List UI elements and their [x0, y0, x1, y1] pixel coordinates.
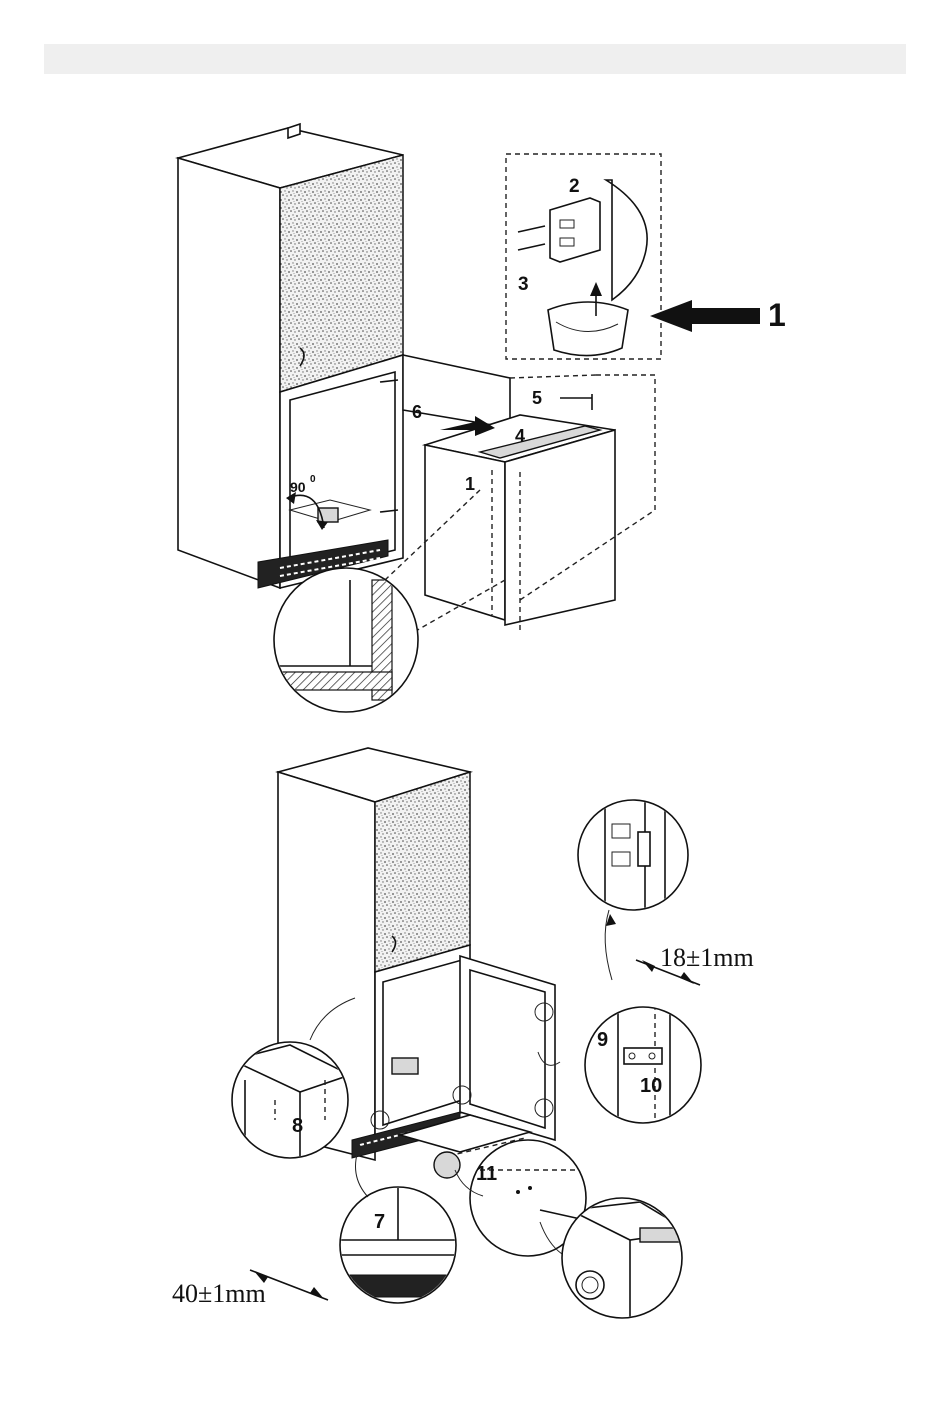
accessory-bag: [548, 282, 628, 356]
hinge-bracket: [550, 180, 647, 300]
angle-label: 90: [290, 479, 306, 495]
label-1-big: 1: [768, 297, 786, 333]
label-6: 6: [412, 402, 422, 422]
screw-icon: [518, 226, 545, 250]
label-11: 11: [476, 1163, 497, 1185]
detail-magnifier-foot: [562, 1198, 690, 1320]
label-3: 3: [518, 274, 529, 295]
fridge-appliance: [425, 415, 615, 630]
dimension-label-40mm: 40±1mm: [172, 1279, 266, 1308]
detail-magnifier-hinge-top: [578, 800, 688, 910]
diagram-install-step-2: 18±1mm 40±1mm 9 10 8 11 7: [0, 740, 950, 1340]
detail-magnifier-corner: [260, 568, 418, 712]
dimension-label-18mm: 18±1mm: [660, 943, 754, 972]
label-10: 10: [640, 1075, 662, 1097]
label-2: 2: [569, 176, 580, 197]
arrow-left-icon: [650, 300, 760, 332]
label-5: 5: [532, 388, 542, 408]
label-9: 9: [597, 1029, 608, 1051]
label-4: 4: [515, 426, 525, 446]
label-1-small: 1: [465, 474, 475, 494]
fridge-door-open: [460, 956, 555, 1140]
angle-degree-sup: 0: [310, 474, 316, 485]
page-header-bar: [44, 44, 906, 74]
diagram-install-step-1: 90 0: [0, 110, 950, 720]
label-7: 7: [374, 1211, 385, 1233]
kitchen-cabinet: [178, 124, 403, 588]
detail-magnifier-plinth: [340, 1185, 460, 1303]
label-8: 8: [292, 1115, 303, 1137]
detail-magnifier-hinge-bottom: [585, 1005, 701, 1125]
